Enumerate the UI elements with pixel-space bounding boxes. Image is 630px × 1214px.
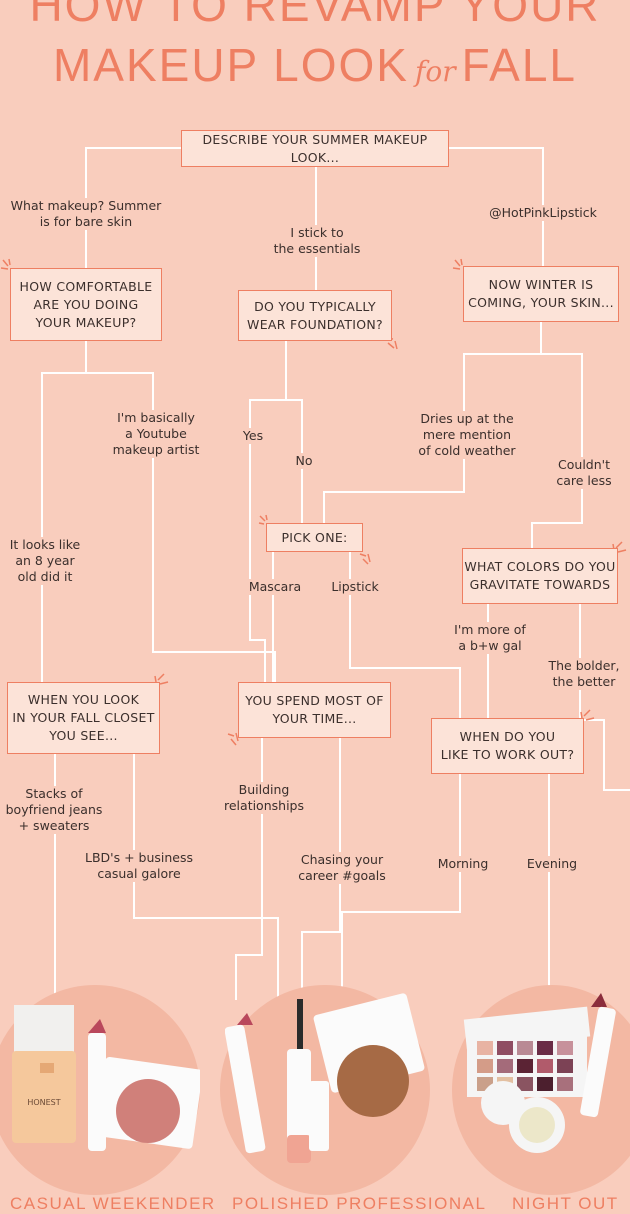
lip-pen-tip <box>88 1019 106 1033</box>
answer-boyfriend-jeans: Stacks of boyfriend jeans + sweaters <box>0 786 108 834</box>
answer-bolder: The bolder, the better <box>538 658 630 690</box>
answer-career-goals: Chasing your career #goals <box>284 852 400 884</box>
question-summer-look: DESCRIBE YOUR SUMMER MAKEUP LOOK... <box>181 130 449 167</box>
highlighter-powder <box>519 1107 555 1143</box>
question-comfortable: HOW COMFORTABLE ARE YOU DOING YOUR MAKEU… <box>10 268 162 341</box>
foundation-brand: HONEST <box>27 1098 60 1107</box>
answer-lipstick: Lipstick <box>322 579 388 595</box>
question-winter-skin: NOW WINTER IS COMING, YOUR SKIN... <box>463 266 619 322</box>
question-fall-closet: WHEN YOU LOOK IN YOUR FALL CLOSET YOU SE… <box>7 682 160 754</box>
burst-icon <box>227 732 239 746</box>
answer-dries-up: Dries up at the mere mention of cold wea… <box>400 411 534 459</box>
jar-lid <box>481 1081 525 1125</box>
foundation-cap <box>14 1005 74 1053</box>
burst-icon <box>580 709 595 721</box>
lip-pen <box>580 1006 616 1118</box>
answer-youtube: I'm basically a Youtube makeup artist <box>98 410 214 458</box>
answer-evening: Evening <box>518 856 586 872</box>
burst-icon <box>359 553 371 565</box>
burst-icon <box>452 258 463 270</box>
answer-morning: Morning <box>428 856 498 872</box>
answer-no: No <box>288 453 320 469</box>
answer-bw-gal: I'm more of a b+w gal <box>438 622 542 654</box>
question-foundation: DO YOU TYPICALLY WEAR FOUNDATION? <box>238 290 392 341</box>
question-spend-time: YOU SPEND MOST OF YOUR TIME... <box>238 682 391 738</box>
foundation-bottle <box>12 1051 76 1143</box>
question-colors: WHAT COLORS DO YOU GRAVITATE TOWARDS <box>462 548 618 604</box>
question-pick-one: PICK ONE: <box>266 523 363 552</box>
professional-products <box>225 993 425 1163</box>
burst-icon <box>154 673 169 685</box>
question-work-out: WHEN DO YOU LIKE TO WORK OUT? <box>431 718 584 774</box>
night-products <box>463 993 616 1153</box>
mascara-wand <box>297 999 303 1049</box>
answer-hot-pink: @HotPinkLipstick <box>468 205 618 221</box>
answer-bare-skin: What makeup? Summer is for bare skin <box>4 198 168 230</box>
brow-tube <box>309 1081 329 1151</box>
bronzer-pan <box>337 1045 409 1117</box>
blush-pan <box>116 1079 180 1143</box>
title-makeup-look: MAKEUP LOOK <box>52 39 409 91</box>
mascara-tube <box>287 1049 311 1159</box>
burst-icon <box>0 258 11 270</box>
mascara-base <box>287 1135 311 1163</box>
casual-products: HONEST <box>12 1005 200 1151</box>
answer-mascara: Mascara <box>240 579 310 595</box>
lip-pen-tip <box>237 1013 253 1025</box>
foundation-label-block <box>40 1063 54 1073</box>
title-fall: FALL <box>461 39 578 91</box>
palette-shades <box>477 1041 573 1091</box>
title-for: for <box>415 55 456 88</box>
answer-yes: Yes <box>236 428 270 444</box>
answer-essentials: I stick to the essentials <box>256 225 378 257</box>
result-casual-weekender: CASUAL WEEKENDER <box>10 1194 216 1213</box>
lip-pen <box>225 1024 266 1154</box>
result-polished-professional: POLISHED PROFESSIONAL <box>232 1194 487 1213</box>
result-night-out: NIGHT OUT <box>512 1194 619 1213</box>
burst-icon <box>258 514 268 525</box>
lip-pen-tip <box>591 993 607 1007</box>
answer-relationships: Building relationships <box>208 782 320 814</box>
title-line-1: HOW TO REVAMP YOUR <box>29 0 601 31</box>
answer-couldnt-care: Couldn't care less <box>540 457 628 489</box>
answer-8-year-old: It looks like an 8 year old did it <box>0 537 90 585</box>
answer-lbd: LBD's + business casual galore <box>70 850 208 882</box>
